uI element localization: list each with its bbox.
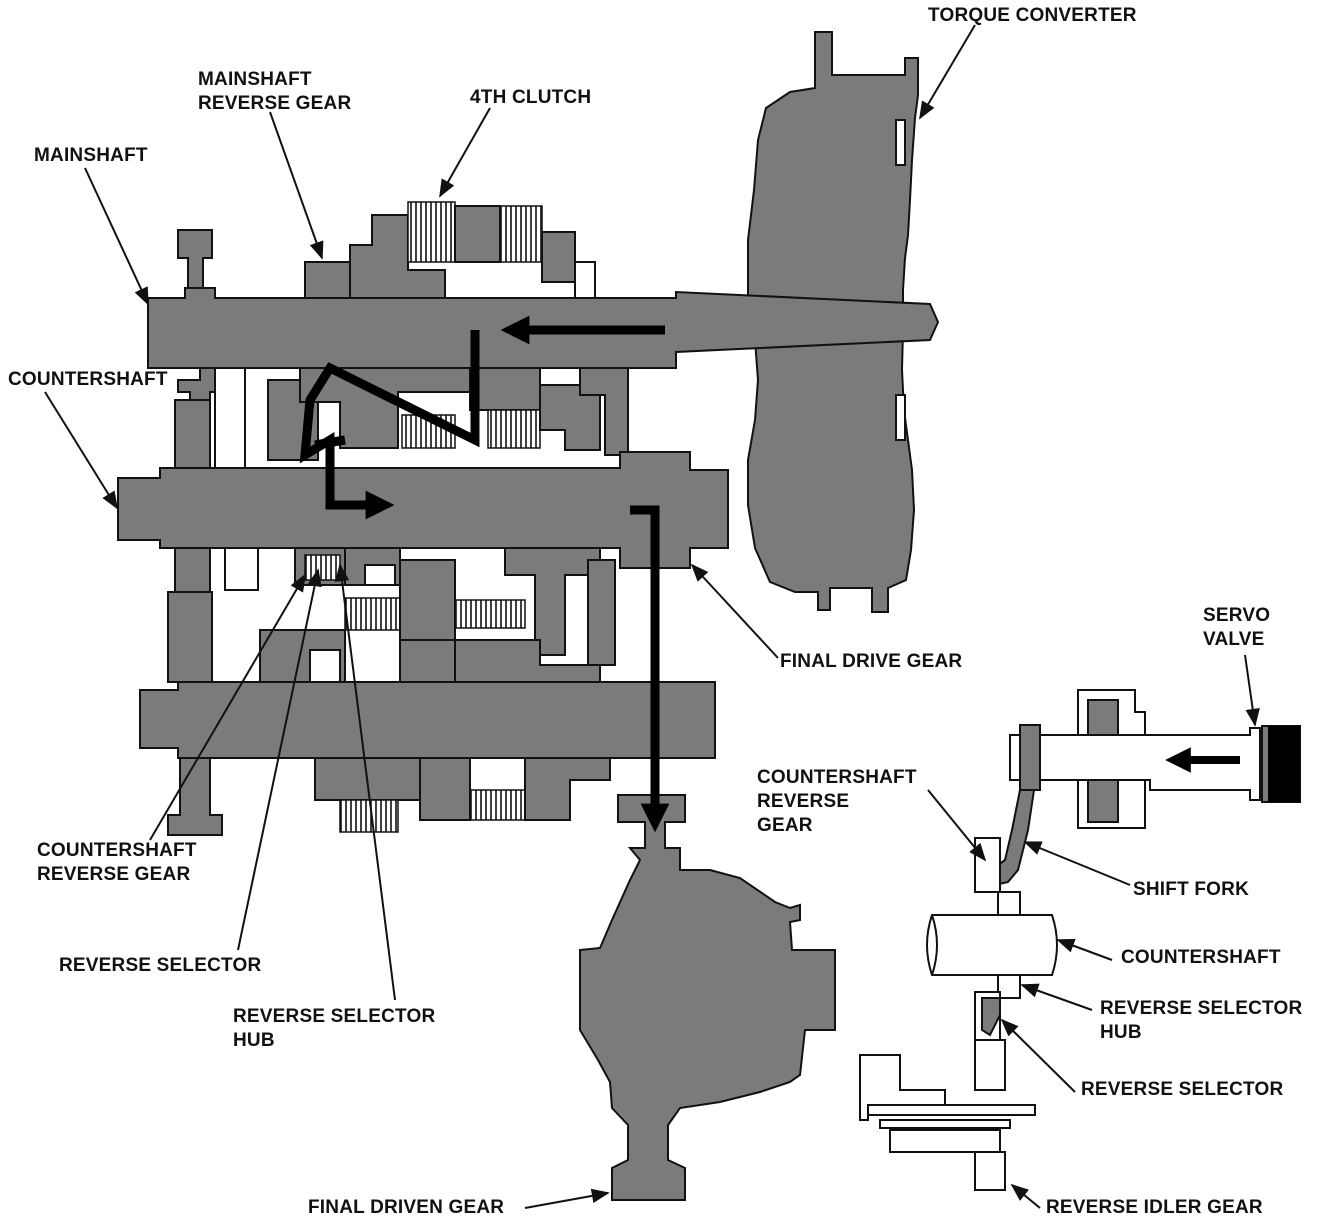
leader-lines	[44, 24, 1260, 1209]
label-mainshaft-reverse-gear-line2: REVERSE GEAR	[198, 93, 352, 114]
label-reverse-selector-hub-left-line2: HUB	[233, 1030, 275, 1051]
label-torque-converter: TORQUE CONVERTER	[928, 5, 1137, 26]
label-final-driven-gear: FINAL DRIVEN GEAR	[308, 1197, 505, 1218]
label-countershaft-reverse-gear-right-line1: COUNTERSHAFT	[757, 767, 917, 788]
mainshaft	[147, 201, 940, 441]
label-reverse-selector-right: REVERSE SELECTOR	[1081, 1079, 1284, 1100]
label-countershaft-reverse-gear-left-line2: REVERSE GEAR	[37, 864, 191, 885]
label-reverse-selector-left: REVERSE SELECTOR	[59, 955, 262, 976]
label-countershaft: COUNTERSHAFT	[8, 369, 168, 390]
label-mainshaft: MAINSHAFT	[34, 145, 148, 166]
label-mainshaft-reverse-gear-line1: MAINSHAFT	[198, 69, 312, 90]
differential	[579, 794, 836, 1201]
label-reverse-selector-hub-right-line1: REVERSE SELECTOR	[1100, 998, 1303, 1019]
mainshaft-lower-gears	[214, 367, 629, 471]
label-countershaft-reverse-gear-right-line3: GEAR	[757, 815, 813, 836]
label-reverse-idler-gear: REVERSE IDLER GEAR	[1046, 1197, 1263, 1218]
label-4th-clutch: 4TH CLUTCH	[470, 87, 592, 108]
reverse-selector-detail	[859, 689, 1301, 1191]
lower-shaft	[139, 591, 716, 836]
label-countershaft-reverse-gear-right-line2: REVERSE	[757, 791, 850, 812]
label-reverse-selector-hub-left-line1: REVERSE SELECTOR	[233, 1006, 436, 1027]
label-countershaft-right: COUNTERSHAFT	[1121, 947, 1281, 968]
countershaft	[117, 399, 729, 666]
label-countershaft-reverse-gear-left-line1: COUNTERSHAFT	[37, 840, 197, 861]
label-servo-valve-line2: VALVE	[1203, 629, 1265, 650]
label-reverse-selector-hub-right-line2: HUB	[1100, 1022, 1142, 1043]
label-final-drive-gear: FINAL DRIVE GEAR	[780, 651, 963, 672]
label-servo-valve-line1: SERVO	[1203, 605, 1271, 626]
label-shift-fork: SHIFT FORK	[1133, 879, 1249, 900]
power-flow-path	[299, 315, 670, 833]
